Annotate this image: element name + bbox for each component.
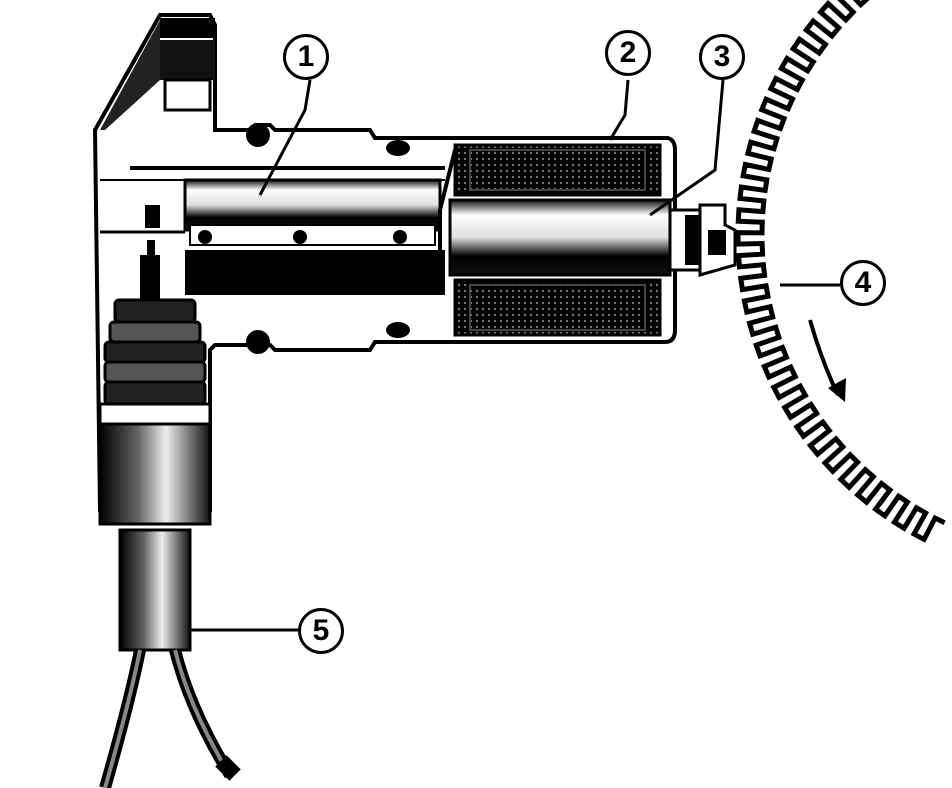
callout-1: 1: [283, 34, 329, 80]
connector-stack: [98, 240, 212, 526]
curved-arrow-down-icon: [828, 378, 846, 402]
callout-1-label: 1: [297, 40, 315, 73]
callout-4-label: 4: [854, 266, 872, 299]
callout-5-label: 5: [312, 614, 330, 647]
leader-lines: [190, 79, 840, 632]
callout-3-label: 3: [713, 40, 731, 73]
part-4-toothed-wheel: [735, 0, 946, 543]
callout-4: 4: [840, 260, 886, 306]
callout-3: 3: [699, 34, 745, 80]
part-3-pole-pin: [448, 198, 737, 277]
part-1-magnet: [100, 166, 445, 295]
callout-2-label: 2: [619, 36, 637, 69]
callout-2: 2: [605, 30, 651, 76]
part-2-coil: [438, 143, 662, 337]
part-5-cable: [99, 528, 241, 788]
callout-5: 5: [298, 608, 344, 654]
